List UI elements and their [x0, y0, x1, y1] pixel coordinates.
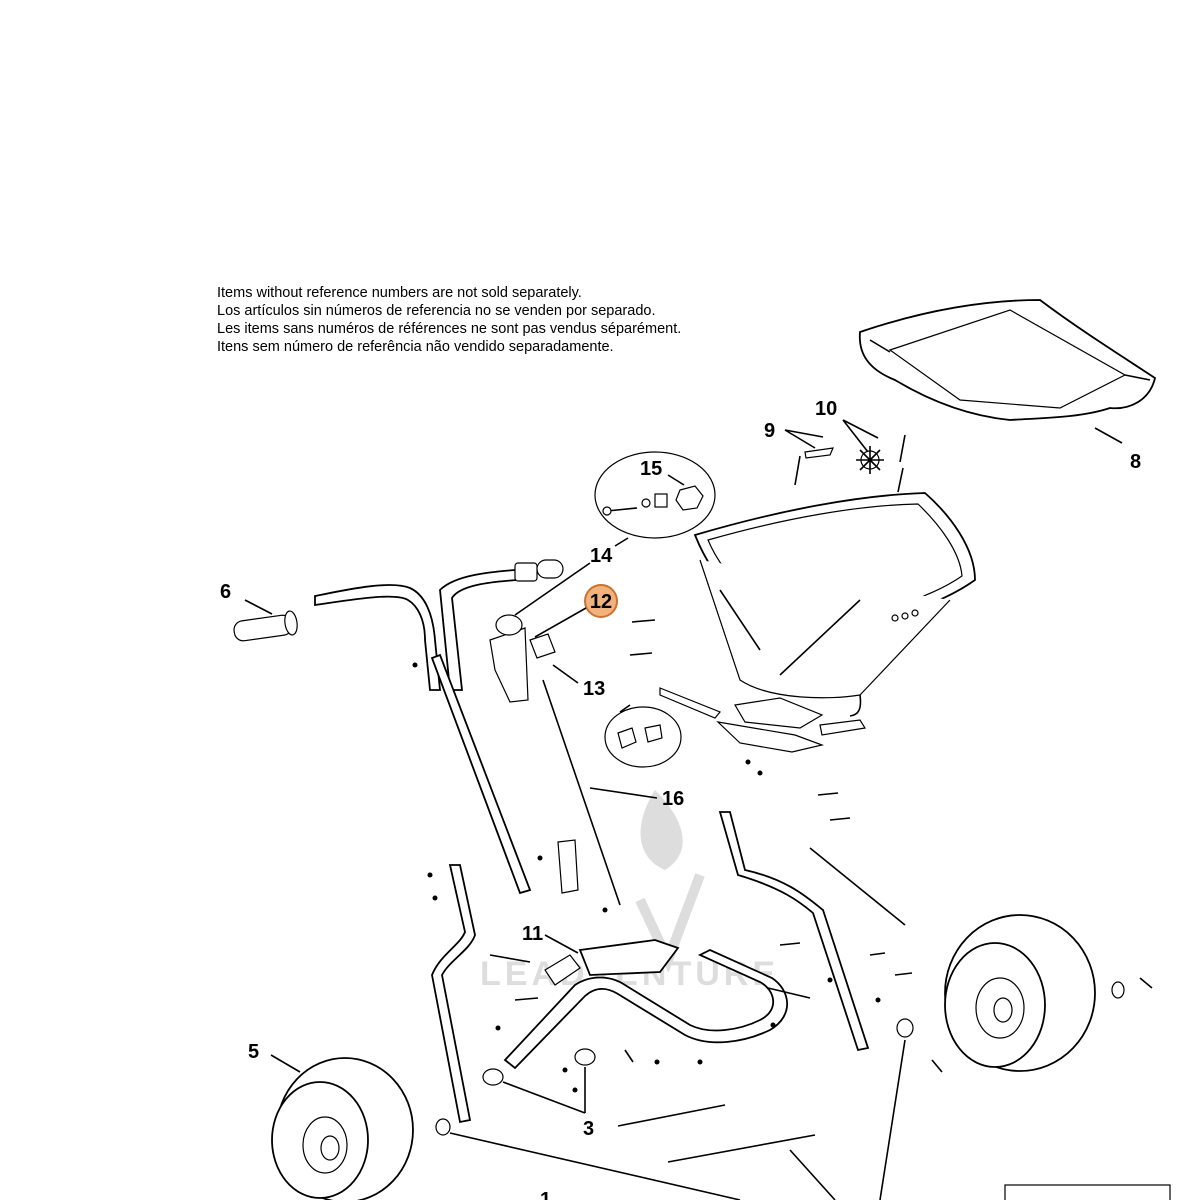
rod-lower-b	[667, 1134, 816, 1163]
upper-handle	[314, 559, 564, 895]
part-8-hopper-cover[interactable]	[858, 299, 1157, 421]
callout-15[interactable]: 15	[640, 458, 662, 480]
leader-16	[589, 787, 658, 799]
leader-11	[544, 934, 579, 954]
frame	[431, 811, 870, 1124]
bolt-e	[629, 652, 653, 656]
leader-14a	[614, 537, 629, 547]
right-wheel	[944, 914, 1096, 1072]
inset-15	[594, 451, 716, 539]
axle-end-left	[435, 1118, 451, 1136]
part-10-agitator[interactable]	[856, 446, 884, 474]
callout-12-highlight[interactable]	[584, 584, 618, 618]
part-9-agitator-pin[interactable]	[804, 447, 834, 459]
leader-13b	[619, 704, 631, 713]
leader-3a	[502, 1081, 586, 1114]
note-french: Les items sans numéros de références ne …	[217, 321, 682, 337]
callout-13[interactable]: 13	[583, 678, 605, 700]
part-14-pivot[interactable]	[495, 614, 523, 636]
part-13-knob[interactable]	[617, 727, 637, 749]
leader-13a	[552, 664, 579, 684]
callout-11[interactable]: 11	[522, 923, 543, 945]
part-3-bushing-a[interactable]	[482, 1068, 504, 1086]
rod-lower-a	[617, 1104, 726, 1127]
bolt-a	[794, 455, 801, 486]
callout-10[interactable]: 10	[815, 398, 837, 420]
part-15-knob[interactable]	[675, 485, 704, 511]
callout-6[interactable]: 6	[220, 581, 231, 603]
callout-9[interactable]: 9	[764, 420, 775, 442]
link-rod	[809, 847, 906, 926]
corner-box	[1004, 1184, 1171, 1200]
part-5-left-wheel[interactable]	[271, 1057, 414, 1200]
callout-1[interactable]: 1	[540, 1189, 551, 1200]
leader-1c	[789, 1149, 836, 1200]
hopper	[693, 492, 976, 717]
callout-12[interactable]: 12	[590, 591, 612, 613]
control-bracket	[489, 627, 529, 703]
leader-6	[244, 599, 273, 615]
rod-bracket	[557, 839, 579, 894]
inset-13	[604, 706, 682, 768]
leader-8	[1094, 427, 1123, 444]
bolt-d	[631, 619, 656, 623]
leader-10a	[842, 419, 879, 439]
leader-12	[534, 607, 587, 638]
callout-8[interactable]: 8	[1130, 451, 1141, 473]
leader-14b	[514, 562, 591, 616]
small-hardware	[412, 662, 881, 1093]
note-portuguese: Itens sem número de referência não vendi…	[217, 339, 614, 355]
spreader-plate-assembly	[659, 687, 866, 753]
washer	[1111, 981, 1125, 999]
leader-1b	[879, 1039, 906, 1200]
bolt-c	[897, 467, 904, 493]
callout-14[interactable]: 14	[590, 545, 613, 567]
pin	[1139, 977, 1153, 989]
leader-9a	[784, 429, 824, 438]
leader-5	[270, 1054, 301, 1073]
bolts	[489, 792, 943, 1073]
note-spanish: Los artículos sin números de referencia …	[217, 303, 656, 319]
part-6-handle-grip[interactable]	[233, 610, 299, 642]
axle-end-right	[896, 1018, 914, 1038]
note-english: Items without reference numbers are not …	[217, 285, 582, 301]
leader-15	[667, 474, 685, 486]
callout-16[interactable]: 16	[662, 788, 684, 810]
disclaimer-notes: Items without reference numbers are not …	[217, 284, 681, 356]
part-11-lever[interactable]	[544, 954, 581, 986]
part-3-bushing-b[interactable]	[574, 1048, 596, 1066]
leader-10b	[842, 419, 869, 453]
callout-3[interactable]: 3	[583, 1118, 594, 1140]
leader-1a	[449, 1132, 741, 1200]
part-16-control-rod[interactable]	[542, 679, 621, 906]
leader-9b	[784, 429, 816, 449]
part-12-knob[interactable]	[529, 633, 556, 659]
callout-5[interactable]: 5	[248, 1041, 259, 1063]
bolt-b	[899, 434, 906, 463]
